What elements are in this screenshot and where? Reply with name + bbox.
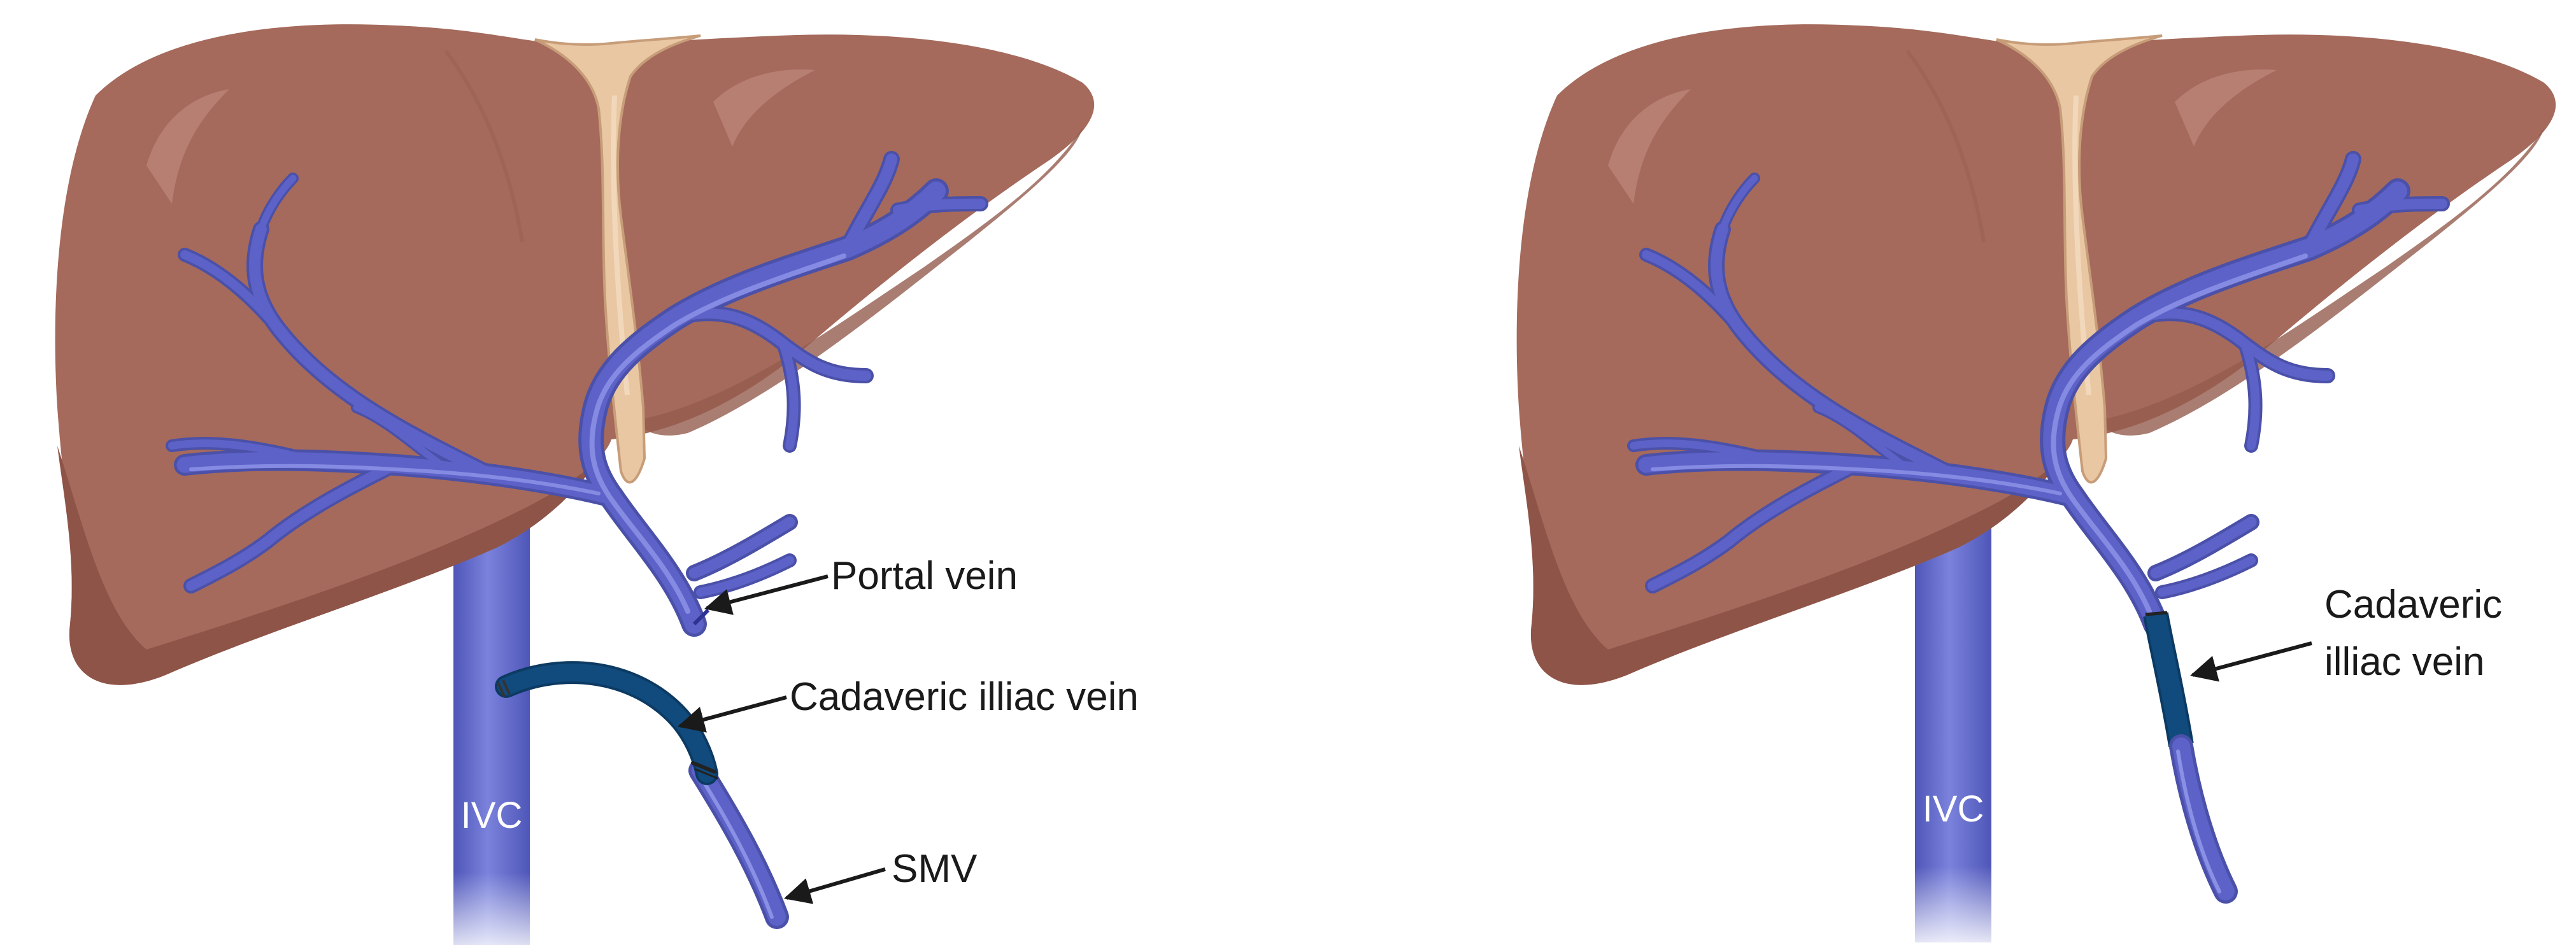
arrow-smv — [786, 869, 885, 898]
ivc-vessel-left — [453, 516, 530, 945]
right-panel: IVC Cadaveric illiac vein — [1517, 24, 2556, 942]
smv-vessel-left — [699, 771, 777, 917]
ivc-label-right: IVC — [1923, 788, 1984, 830]
label-graft-left: Cadaveric illiac vein — [790, 675, 1139, 719]
arrow-graft-right — [2193, 643, 2312, 675]
label-smv: SMV — [892, 847, 978, 891]
label-graft-right-line1: Cadaveric — [2324, 583, 2502, 627]
label-graft-right-line2: illiac vein — [2324, 640, 2485, 684]
label-portal-vein: Portal vein — [831, 554, 1018, 598]
left-panel: IVC Portal vein Cadaveric illiac vein SM… — [55, 24, 1139, 945]
ivc-label-left: IVC — [461, 795, 523, 836]
ivc-vessel-right — [1915, 509, 1991, 942]
arrow-graft-left — [680, 697, 786, 726]
graft-vessel-right — [2145, 613, 2193, 746]
smv-vessel-right — [2178, 746, 2226, 892]
